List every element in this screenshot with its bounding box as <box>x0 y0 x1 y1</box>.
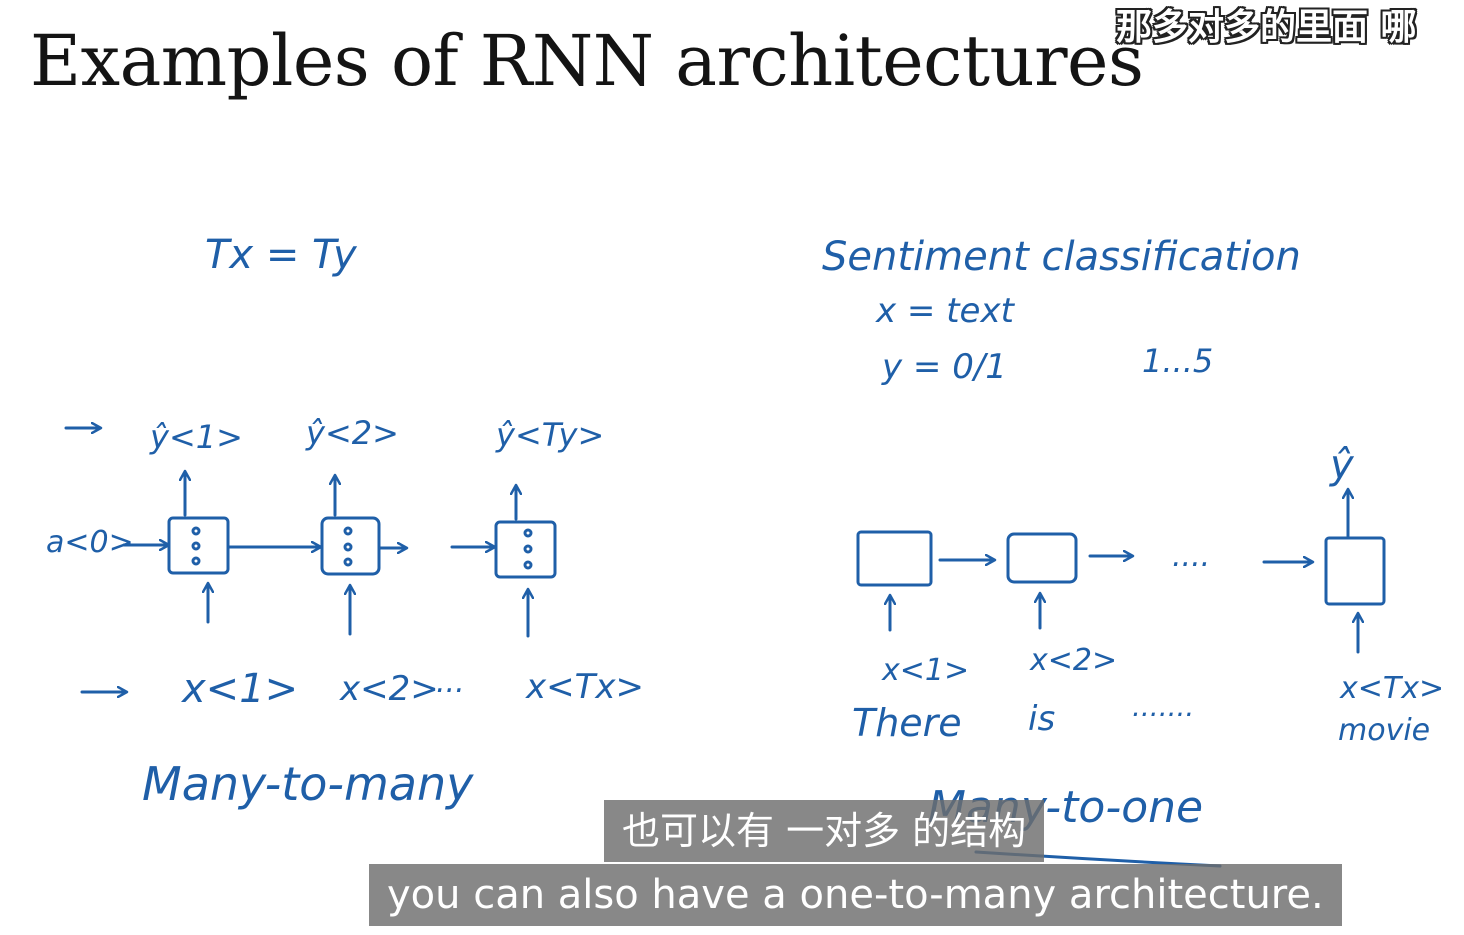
cell-1-unit <box>191 556 201 566</box>
input-2-label: x<2> <box>339 669 439 709</box>
cell-3-unit <box>523 544 533 554</box>
initial-activation-label: a<0> <box>46 525 134 560</box>
left-diagram: Tx = Ty a<0> <box>46 232 644 811</box>
rnn-cell-2 <box>320 516 381 576</box>
output-label: ŷ <box>1329 442 1355 488</box>
word-3: movie <box>1338 713 1430 748</box>
cell-1-unit <box>191 526 201 536</box>
rnn-cell-1 <box>167 516 230 575</box>
rnn-cell-1 <box>856 530 933 587</box>
left-heading: Tx = Ty <box>205 232 358 278</box>
right-diagram: Sentiment classification x = text y = 0/… <box>822 234 1444 868</box>
input-1-label: x<1> <box>180 666 298 712</box>
cell-3-unit <box>523 528 533 538</box>
rnn-cell-last <box>1324 536 1386 606</box>
subtitle-chinese: 也可以有 一对多 的结构 <box>604 800 1045 862</box>
cell-2-unit <box>343 526 353 536</box>
input-2-label: x<2> <box>1029 643 1117 678</box>
cell-3-unit <box>523 560 533 570</box>
cell-1-unit <box>191 541 201 551</box>
rnn-cell-3 <box>494 520 557 579</box>
output-2-label: ŷ<2> <box>305 414 399 452</box>
slide-title: Examples of RNN architectures <box>30 20 1144 102</box>
word-2: is <box>1028 699 1055 739</box>
y-definition: y = 0/1 <box>881 347 1007 387</box>
input-3-label: x<Tx> <box>525 667 644 707</box>
input-3-label: x<Tx> <box>1339 671 1444 706</box>
subtitle-english: you can also have a one-to-many architec… <box>369 864 1342 926</box>
rnn-cell-2 <box>1006 532 1078 584</box>
top-caption: 那多对多的里面 哪 <box>1116 7 1417 48</box>
words-ellipsis: ....... <box>1132 690 1194 723</box>
right-heading: Sentiment classification <box>822 234 1301 280</box>
output-3-label: ŷ<Ty> <box>495 416 604 454</box>
input-1-label: x<1> <box>881 653 969 688</box>
cell-2-unit <box>343 557 353 567</box>
arrow-dots: .... <box>1172 539 1210 574</box>
output-1-label: ŷ<1> <box>149 418 243 456</box>
word-1: There <box>852 701 962 745</box>
cell-2-unit <box>343 542 353 552</box>
x-definition: x = text <box>875 291 1016 331</box>
y-range: 1...5 <box>1142 342 1213 380</box>
many-to-many-label: Many-to-many <box>142 757 474 811</box>
input-ellipsis: ... <box>436 665 465 700</box>
